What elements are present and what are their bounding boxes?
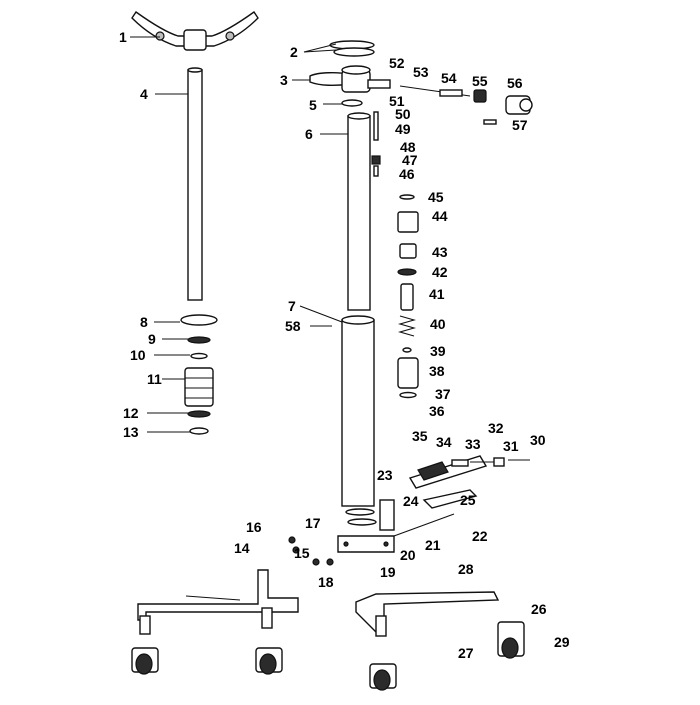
- callout-55: 55: [472, 73, 488, 89]
- callout-30: 30: [530, 432, 546, 448]
- callout-23: 23: [377, 467, 393, 483]
- casters: [131, 621, 525, 691]
- callout-33: 33: [465, 436, 481, 452]
- callout-10: 10: [130, 347, 146, 363]
- callout-15: 15: [294, 545, 310, 561]
- left-extension-tube: [187, 67, 203, 301]
- callout-11: 11: [147, 371, 162, 387]
- callout-48: 48: [400, 139, 416, 155]
- callout-29: 29: [554, 634, 570, 650]
- callout-5: 5: [309, 97, 317, 113]
- pump-column: [397, 194, 419, 399]
- callout-32: 32: [488, 420, 504, 436]
- callout-28: 28: [458, 561, 474, 577]
- callout-9: 9: [148, 331, 156, 347]
- callout-40: 40: [430, 316, 446, 332]
- callout-42: 42: [432, 264, 448, 280]
- outer-tube: [341, 315, 375, 507]
- callout-54: 54: [441, 70, 457, 86]
- center-seals: [341, 99, 381, 177]
- callout-51: 51: [389, 93, 405, 109]
- callout-52: 52: [389, 55, 405, 71]
- callout-25: 25: [460, 492, 476, 508]
- callout-37: 37: [435, 386, 451, 402]
- callout-14: 14: [234, 540, 250, 556]
- callout-27: 27: [458, 645, 474, 661]
- callout-26: 26: [531, 601, 547, 617]
- upper-inner-tube: [347, 112, 371, 311]
- callout-39: 39: [430, 343, 446, 359]
- callout-47: 47: [402, 152, 418, 168]
- leader-lines: [130, 36, 348, 433]
- stacked-rings: [329, 40, 375, 57]
- base-block: [337, 499, 455, 553]
- callout-18: 18: [318, 574, 334, 590]
- callout-24: 24: [403, 493, 419, 509]
- lower-rings: [345, 508, 377, 526]
- left-leg: [137, 569, 299, 635]
- callout-56: 56: [507, 75, 523, 91]
- callout-4: 4: [140, 86, 148, 102]
- pedal-assembly: [408, 455, 530, 509]
- callout-22: 22: [472, 528, 488, 544]
- callout-12: 12: [123, 405, 139, 421]
- callout-57: 57: [512, 117, 528, 133]
- callout-1: 1: [119, 29, 127, 45]
- callout-45: 45: [428, 189, 444, 205]
- callout-19: 19: [380, 564, 396, 580]
- callout-35: 35: [412, 428, 428, 444]
- head-fitting: [309, 65, 391, 93]
- callout-34: 34: [436, 434, 452, 450]
- saddle-assembly: [131, 11, 259, 51]
- callout-16: 16: [246, 519, 262, 535]
- callout-53: 53: [413, 64, 429, 80]
- callout-21: 21: [425, 537, 441, 553]
- callout-13: 13: [123, 424, 139, 440]
- callout-31: 31: [503, 438, 519, 454]
- callout-17: 17: [305, 515, 321, 531]
- callout-8: 8: [140, 314, 148, 330]
- callout-41: 41: [429, 286, 445, 302]
- left-pump-stack: [180, 314, 218, 435]
- callout-43: 43: [432, 244, 448, 260]
- callout-20: 20: [400, 547, 416, 563]
- callout-36: 36: [429, 403, 445, 419]
- callout-49: 49: [395, 121, 411, 137]
- left-bolts: [288, 536, 334, 566]
- callout-44: 44: [432, 208, 448, 224]
- callout-58: 58: [285, 318, 301, 334]
- release-valve-parts: [399, 85, 533, 125]
- callout-3: 3: [280, 72, 288, 88]
- right-leg: [355, 591, 500, 637]
- callout-2: 2: [290, 44, 298, 60]
- callout-6: 6: [305, 126, 313, 142]
- callout-46: 46: [399, 166, 415, 182]
- callout-38: 38: [429, 363, 445, 379]
- callout-7: 7: [288, 298, 296, 314]
- callout-50: 50: [395, 106, 411, 122]
- callout-labels: 1 2 3 4 5 6 7 8 9 10 11 12 13 14 15 16 1…: [119, 29, 570, 661]
